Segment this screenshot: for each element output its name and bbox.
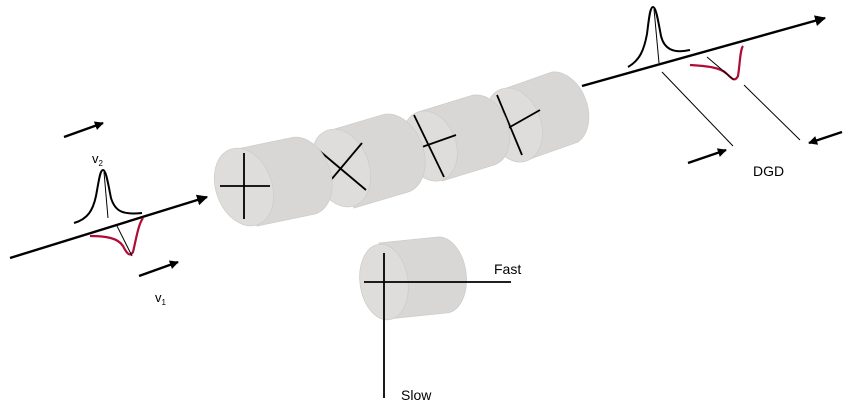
input-slow-pulse	[89, 217, 144, 257]
label-slow: Slow	[401, 387, 432, 403]
output-slow-pulse	[689, 45, 744, 81]
output-fast-pulse	[627, 5, 691, 68]
input-fast-pulse	[73, 168, 143, 224]
label-v2: v2	[92, 151, 104, 168]
dgd-marker-line-left	[661, 71, 734, 147]
label-fast: Fast	[494, 261, 521, 277]
dgd-arrow-left	[687, 148, 727, 165]
label-dgd: DGD	[753, 163, 784, 179]
label-v1: v1	[155, 290, 167, 307]
axes-legend-fiber	[359, 236, 511, 398]
dgd-arrow-right	[808, 130, 843, 145]
output-propagation-arrow	[581, 15, 827, 88]
input-direction-arrow-top	[63, 121, 104, 139]
fiber-segment-1	[213, 136, 333, 227]
dgd-marker-line-right	[743, 84, 801, 141]
fiber-3-axis-a	[413, 114, 445, 178]
fiber-4-axis-a	[496, 94, 523, 156]
input-propagation-arrow	[9, 194, 209, 260]
input-direction-arrow-bottom	[138, 260, 179, 278]
